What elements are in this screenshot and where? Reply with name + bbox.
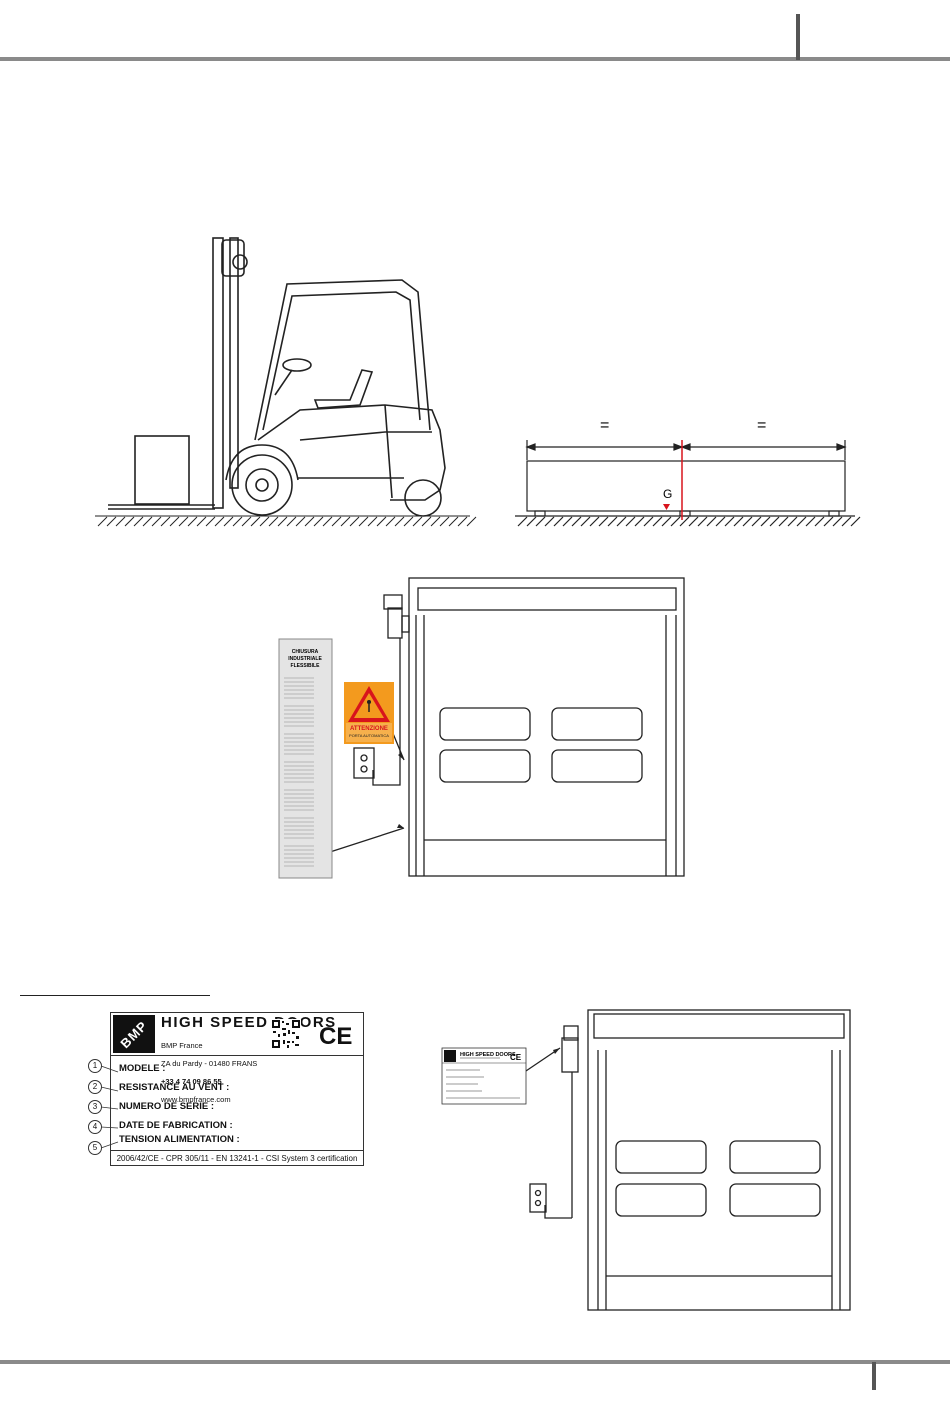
footer-tick xyxy=(872,1362,876,1390)
footer-rule xyxy=(0,1360,950,1364)
field-modele: MODELE : xyxy=(119,1063,166,1074)
field-tension-alimentation: TENSION ALIMENTATION : xyxy=(119,1134,240,1145)
field-resistance-vent: RESISTANCE AU VENT : xyxy=(119,1082,230,1093)
ce-mark: CE xyxy=(319,1023,353,1050)
equal-mark-right: = xyxy=(757,417,766,434)
section-underline xyxy=(20,995,210,996)
control-box-icon xyxy=(529,1183,547,1213)
door-front-view-small xyxy=(519,1009,851,1311)
door-nameplate-illustration: CE HIGH SPEED DOORS xyxy=(441,1009,851,1311)
warning-sublabel: PORTA AUTOMATICA xyxy=(349,733,389,738)
warning-icon xyxy=(344,682,394,744)
qr-code-icon xyxy=(271,1019,301,1049)
nameplate-footer: 2006/42/CE - CPR 305/11 - EN 13241-1 - C… xyxy=(111,1150,363,1166)
mini-nameplate: CE xyxy=(441,1047,527,1105)
bmp-logo: BMP xyxy=(113,1015,155,1053)
leaflet-title-2: INDUSTRIALE xyxy=(288,656,322,662)
instruction-leaflet xyxy=(278,638,333,879)
ground-hatch-left xyxy=(95,515,477,527)
nameplate-header: BMP HIGH SPEED DOORS BMP France ZA du Pa… xyxy=(111,1013,363,1103)
door-labels-illustration: ATTENZIONE PORTA AUTOMATICA CHIUSURA IND… xyxy=(278,577,685,879)
field-date-fabrication: DATE DE FABRICATION : xyxy=(119,1120,233,1131)
forklift-icon xyxy=(108,237,446,517)
leaflet-title-3: FLESSIBILE xyxy=(291,663,321,669)
identification-nameplate: BMP HIGH SPEED DOORS BMP France ZA du Pa… xyxy=(110,1012,364,1166)
nameplate-brand: HIGH SPEED DOORS xyxy=(161,1014,337,1031)
handling-illustration: = = G xyxy=(95,237,861,527)
equal-mark-left: = xyxy=(600,417,609,434)
crate-diagram xyxy=(515,440,861,527)
nameplate-address: BMP France ZA du Pardy - 01480 FRANS +33… xyxy=(161,1041,258,1104)
gravity-label: G xyxy=(663,487,672,501)
mini-plate-brand: HIGH SPEED DOORS xyxy=(460,1052,516,1058)
header-tick xyxy=(796,14,800,60)
field-numero-serie: NUMERO DE SERIE : xyxy=(119,1101,215,1112)
gravity-marker xyxy=(663,504,670,510)
header-rule xyxy=(0,57,950,61)
svg-text:CE: CE xyxy=(510,1053,522,1062)
leaflet-title-1: CHIUSURA xyxy=(292,649,319,655)
warning-label: ATTENZIONE xyxy=(350,726,388,732)
control-box-icon xyxy=(353,747,375,779)
callout-leaders xyxy=(100,1065,119,1149)
door-front-view xyxy=(329,577,685,877)
